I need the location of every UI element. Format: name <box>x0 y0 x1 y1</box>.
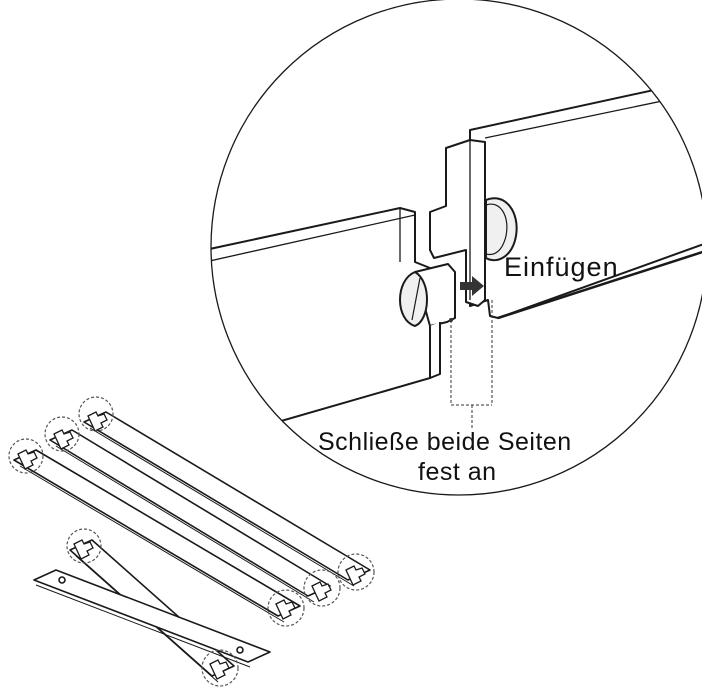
insert-label: Einfügen <box>504 252 619 282</box>
rail-2-end-b <box>311 581 332 602</box>
right-connector-tab <box>429 139 486 307</box>
rail-1-end-b <box>345 565 366 586</box>
flat-strip <box>33 569 271 668</box>
long-rail-3 <box>13 449 301 623</box>
dashed-circle-icon <box>8 396 375 687</box>
detail-view <box>211 79 702 441</box>
right-rail-knob <box>485 197 518 262</box>
rail-3-end-b <box>275 599 296 620</box>
short-rail-end-a <box>73 539 94 560</box>
long-rail-2 <box>49 429 331 603</box>
rail-3-end-a <box>17 449 38 470</box>
right-rail-panel <box>469 79 702 319</box>
lock-label-line1: Schließe beide Seiten <box>318 428 572 456</box>
rail-1-end-a <box>87 411 108 432</box>
left-rail-panel <box>211 207 431 441</box>
insert-arrow-icon <box>460 276 484 296</box>
lock-leader-lines <box>450 300 493 428</box>
short-rail-end-b <box>209 659 230 680</box>
left-rail-knob <box>399 271 428 327</box>
rail-2-end-a <box>53 429 74 450</box>
detail-circle <box>210 0 702 496</box>
lock-label-line2: fest an <box>418 458 497 486</box>
